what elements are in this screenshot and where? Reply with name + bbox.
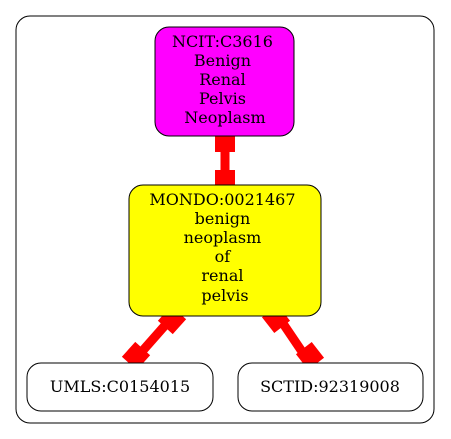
node-ncit: NCIT:C3616 Benign Renal Pelvis Neoplasm [154, 26, 295, 137]
node-ncit-line-1: NCIT:C3616 [172, 32, 273, 51]
node-umls: UMLS:C0154015 [26, 362, 214, 412]
node-mondo-box [128, 184, 322, 317]
node-umls-line-1: UMLS:C0154015 [50, 377, 190, 396]
node-mondo-line-5: renal [201, 266, 243, 285]
svg-text:MONDO:0021467 benign: MONDO:0021467 benign neoplasm of renal p… [149, 190, 300, 305]
node-umls-box [26, 362, 214, 412]
node-mondo-line-1: MONDO:0021467 [149, 190, 295, 209]
node-mondo: MONDO:0021467 benign neoplasm of renal p… [128, 184, 322, 317]
node-mondo-line-3: neoplasm [184, 228, 262, 247]
node-ncit-line-3: Renal [199, 70, 245, 89]
node-sctid-line-1: SCTID:92319008 [260, 377, 400, 396]
node-sctid-box [237, 362, 424, 412]
edge-ncit-mondo [215, 132, 235, 190]
node-mondo-line-4: of [215, 247, 232, 266]
svg-text:NCIT:C3616 Benign: NCIT:C3616 Benign Renal Pelvis Neoplasm [172, 32, 278, 127]
node-sctid: SCTID:92319008 [237, 362, 424, 412]
node-ncit-line-2: Benign [194, 51, 251, 70]
node-ncit-line-4: Pelvis [199, 89, 246, 108]
node-ncit-line-5: Neoplasm [184, 108, 265, 127]
node-mondo-line-2: benign [195, 209, 251, 228]
node-mondo-line-6: pelvis [201, 286, 248, 305]
node-ncit-box [154, 26, 295, 137]
